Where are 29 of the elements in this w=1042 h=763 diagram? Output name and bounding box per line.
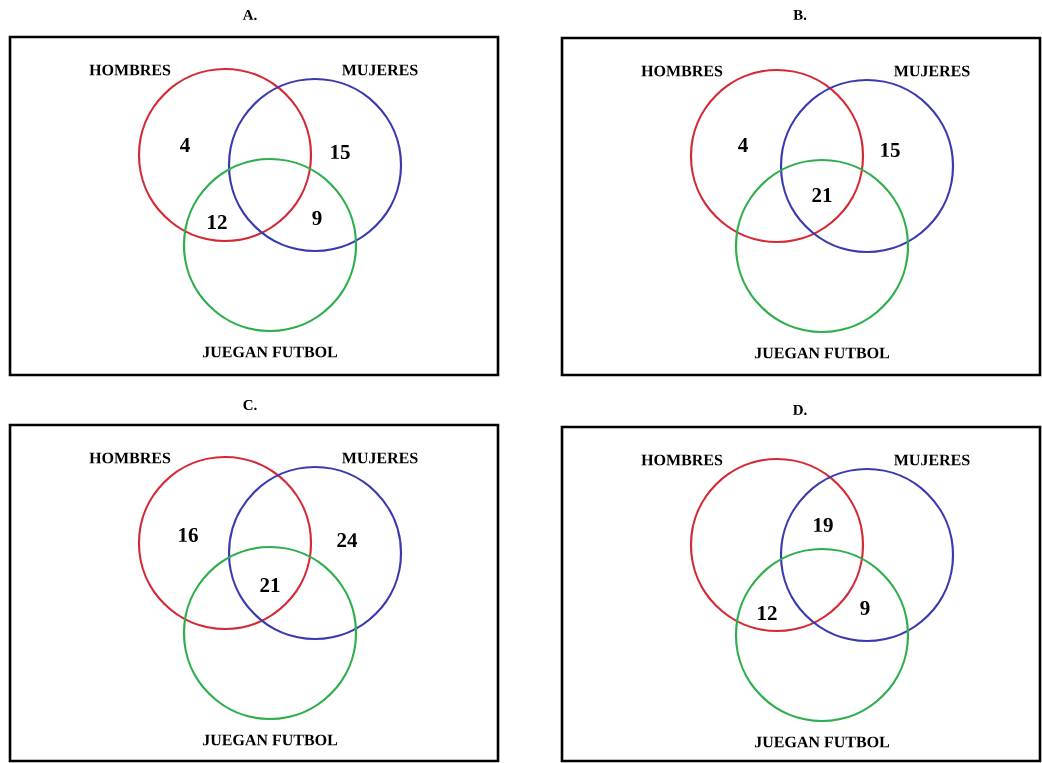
region-count: 9 [860,600,870,616]
set-label: MUJERES [894,454,970,466]
region-count: 4 [738,138,748,152]
set-label: JUEGAN FUTBOL [754,347,890,359]
set-label: HOMBRES [641,454,723,466]
region-count: 16 [179,527,198,543]
region-count: 15 [331,144,350,160]
panel-title: C. [243,399,257,411]
set-label: MUJERES [894,65,970,77]
set-label: JUEGAN FUTBOL [754,736,890,748]
region-count: 9 [312,210,322,226]
region-count: 21 [812,188,832,202]
region-count: 21 [260,578,280,592]
panel-title: A. [242,9,257,21]
panel-title: B. [793,10,807,21]
region-count: 24 [337,533,358,547]
set-label: JUEGAN FUTBOL [202,734,338,746]
set-label: HOMBRES [89,64,171,76]
region-count: 12 [758,606,777,620]
region-count: 4 [180,138,190,152]
set-label: JUEGAN FUTBOL [202,346,338,358]
region-count: 19 [814,517,833,533]
set-label: HOMBRES [89,452,171,464]
panel-title: D. [793,405,807,415]
set-label: MUJERES [342,64,418,76]
region-count: 15 [881,142,900,158]
region-count: 12 [208,215,227,229]
set-label: MUJERES [342,452,418,464]
set-label: HOMBRES [641,65,723,77]
